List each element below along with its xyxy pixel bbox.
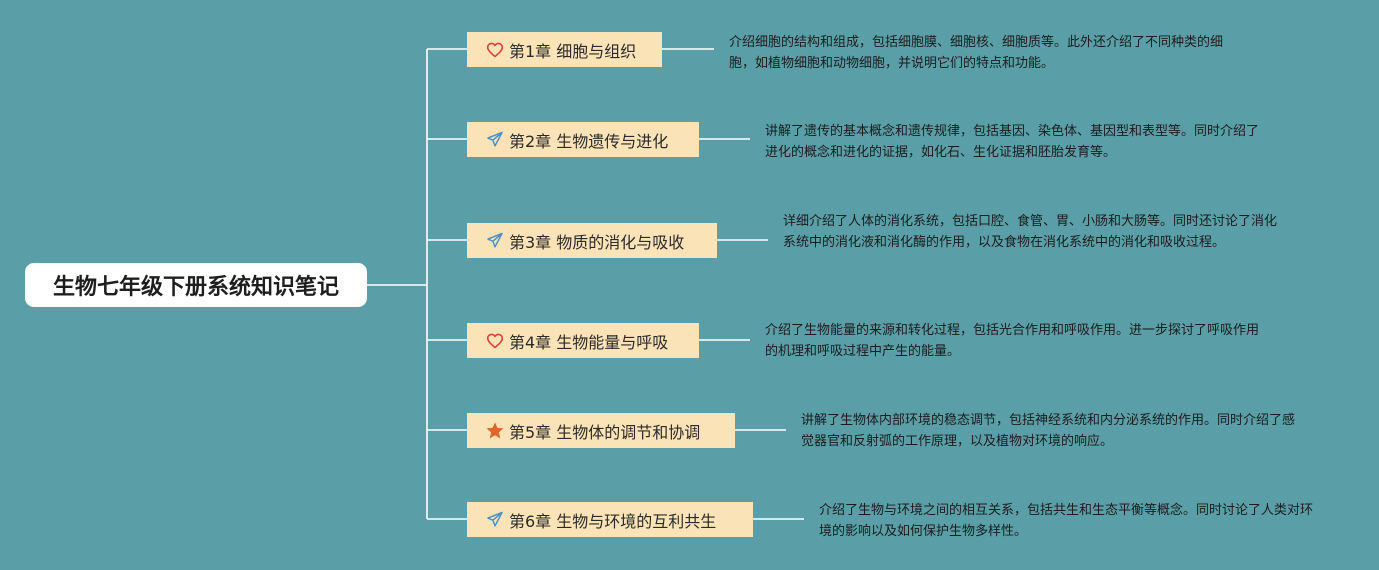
chapter-description-3: 详细介绍了人体的消化系统，包括口腔、食管、胃、小肠和大肠等。同时还讨论了消化系统… bbox=[783, 214, 1278, 250]
chapter-description-1: 介绍细胞的结构和组成，包括细胞膜、细胞核、细胞质等。此外还介绍了不同种类的细胞，… bbox=[729, 35, 1224, 71]
chapter-node-4[interactable]: 第4章 生物能量与呼吸 bbox=[467, 323, 699, 358]
root-title: 生物七年级下册系统知识笔记 bbox=[52, 275, 339, 300]
paper-plane-icon bbox=[485, 130, 505, 150]
chapter-label: 第2章 生物遗传与进化 bbox=[509, 131, 669, 151]
chapter-node-2[interactable]: 第2章 生物遗传与进化 bbox=[467, 122, 699, 157]
root-node[interactable]: 生物七年级下册系统知识笔记 bbox=[25, 263, 367, 307]
chapter-node-3[interactable]: 第3章 物质的消化与吸收 bbox=[467, 223, 717, 258]
heart-icon bbox=[485, 40, 505, 60]
chapter-description-6: 介绍了生物与环境之间的相互关系，包括共生和生态平衡等概念。同时讨论了人类对环境的… bbox=[819, 503, 1314, 539]
chapter-label: 第5章 生物体的调节和协调 bbox=[509, 422, 701, 442]
chapter-description-4: 介绍了生物能量的来源和转化过程，包括光合作用和呼吸作用。进一步探讨了呼吸作用的机… bbox=[765, 323, 1260, 359]
chapter-node-6[interactable]: 第6章 生物与环境的互利共生 bbox=[467, 502, 753, 537]
chapter-node-1[interactable]: 第1章 细胞与组织 bbox=[467, 32, 662, 67]
star-icon bbox=[485, 421, 505, 441]
paper-plane-icon bbox=[485, 510, 505, 530]
chapter-description-5: 讲解了生物体内部环境的稳态调节，包括神经系统和内分泌系统的作用。同时介绍了感觉器… bbox=[801, 413, 1296, 449]
chapter-description-2: 讲解了遗传的基本概念和遗传规律，包括基因、染色体、基因型和表型等。同时介绍了进化… bbox=[765, 124, 1260, 160]
chapter-node-5[interactable]: 第5章 生物体的调节和协调 bbox=[467, 413, 735, 448]
chapter-label: 第1章 细胞与组织 bbox=[509, 41, 637, 61]
paper-plane-icon bbox=[485, 231, 505, 251]
chapter-label: 第4章 生物能量与呼吸 bbox=[509, 332, 669, 352]
heart-icon bbox=[485, 331, 505, 351]
chapter-label: 第6章 生物与环境的互利共生 bbox=[509, 511, 717, 531]
chapter-label: 第3章 物质的消化与吸收 bbox=[509, 232, 685, 252]
